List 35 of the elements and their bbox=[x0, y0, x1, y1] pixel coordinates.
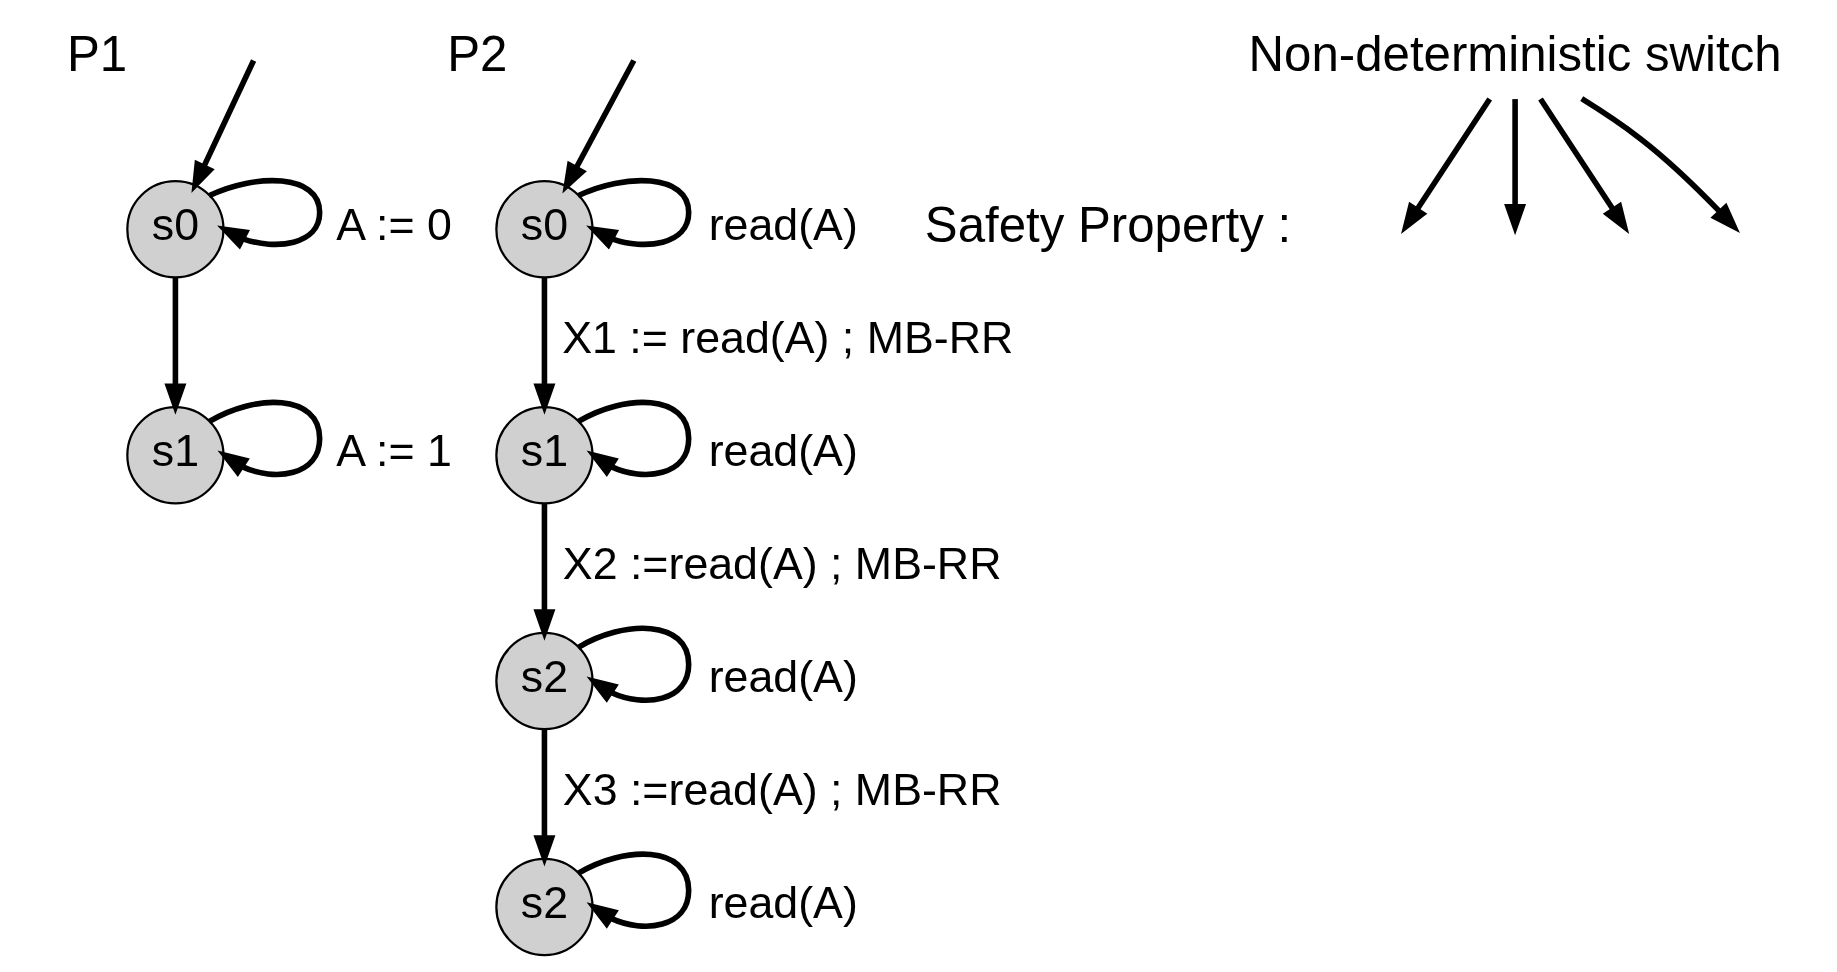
node-circle: s1 bbox=[126, 405, 225, 504]
arrow bbox=[576, 850, 692, 929]
edge-label: A := 1 bbox=[336, 425, 452, 475]
arrow bbox=[1538, 97, 1630, 234]
arrow bbox=[562, 58, 637, 194]
arrow bbox=[533, 276, 556, 415]
node-circle: s2 bbox=[495, 857, 594, 956]
node-circle: s0 bbox=[495, 179, 594, 278]
arrow bbox=[533, 728, 556, 867]
arrow bbox=[533, 502, 556, 641]
edge-label: X3 :=read(A) ; MB-RR bbox=[562, 764, 1002, 814]
arrow bbox=[164, 276, 187, 415]
arrow bbox=[207, 399, 323, 477]
arrow bbox=[1401, 97, 1493, 234]
edge-label: A := 0 bbox=[336, 199, 452, 249]
arrow bbox=[191, 58, 257, 193]
label: P1 bbox=[67, 25, 128, 81]
arrow bbox=[576, 625, 692, 703]
edge-label: read(A) bbox=[708, 651, 858, 701]
arrow bbox=[562, 160, 692, 250]
arrow bbox=[1504, 98, 1527, 235]
edge-label: read(A) bbox=[708, 199, 858, 249]
node-circle: s1 bbox=[495, 405, 594, 504]
node-circle: s2 bbox=[495, 631, 594, 730]
arrow bbox=[1580, 95, 1740, 233]
node-text: Non-deterministic switch bbox=[1248, 25, 1782, 81]
edge-label: read(A) bbox=[708, 877, 858, 927]
arrow bbox=[576, 399, 692, 477]
arrow bbox=[207, 177, 323, 250]
label: P2 bbox=[447, 25, 508, 81]
node-circle: s0 bbox=[126, 179, 225, 278]
edge-label: X2 :=read(A) ; MB-RR bbox=[562, 538, 1002, 588]
edge-label: read(A) bbox=[708, 425, 858, 475]
edge-label: X1 := read(A) ; MB-RR bbox=[562, 312, 1014, 362]
label: Safety Property : bbox=[924, 196, 1292, 252]
